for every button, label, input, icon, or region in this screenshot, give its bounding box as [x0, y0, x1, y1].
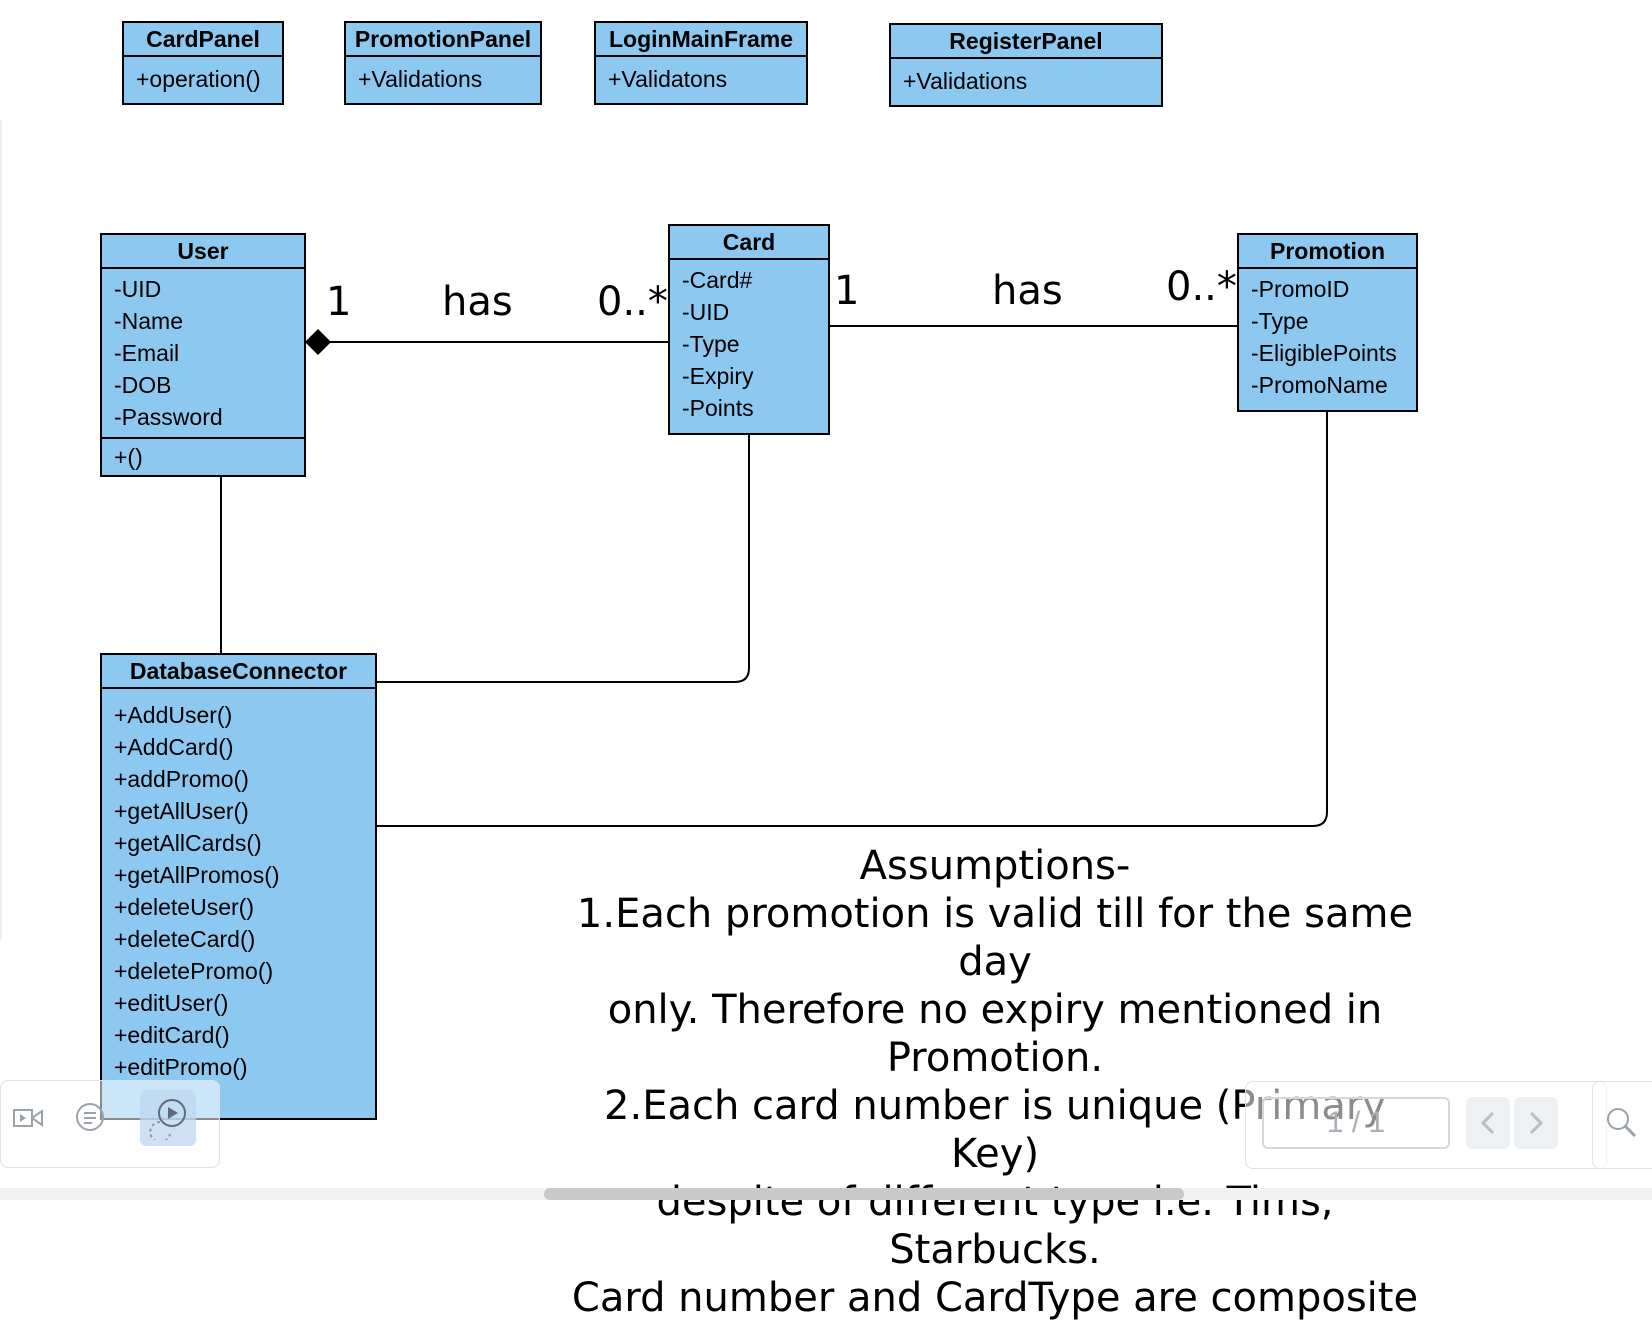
association-label: has — [442, 279, 513, 325]
class-promotionpanel[interactable]: PromotionPanel +Validations — [344, 21, 542, 105]
method: +editUser() — [114, 990, 229, 1016]
class-name: RegisterPanel — [891, 25, 1161, 59]
attribute: -Password — [114, 404, 223, 430]
next-page-button[interactable] — [1514, 1097, 1558, 1149]
chevron-right-icon — [1529, 1111, 1544, 1135]
attribute: -UID — [682, 299, 730, 325]
class-registerpanel[interactable]: RegisterPanel +Validations — [889, 23, 1163, 107]
attribute: -UID — [114, 276, 162, 302]
attribute: -Email — [114, 340, 180, 366]
comments-button[interactable] — [62, 1090, 118, 1146]
method: +addPromo() — [114, 766, 249, 792]
method: +getAllPromos() — [114, 862, 280, 888]
method: +deleteUser() — [114, 894, 254, 920]
composition-diamond — [305, 329, 331, 355]
attribute: -Card# — [682, 267, 753, 293]
class-loginmainframe[interactable]: LoginMainFrame +Validatons — [594, 21, 808, 105]
zoom-icon — [1607, 1108, 1637, 1138]
comment-icon — [76, 1103, 104, 1131]
method: +AddCard() — [114, 734, 234, 760]
class-name: LoginMainFrame — [596, 23, 806, 57]
attribute: -EligiblePoints — [1251, 340, 1397, 366]
note-line: only. Therefore no expiry mentioned in — [607, 987, 1383, 1033]
method: +Validations — [903, 68, 1028, 94]
multiplicity-label: 0..* — [1166, 264, 1237, 310]
method: +operation() — [136, 66, 261, 92]
class-databaseconnector[interactable]: DatabaseConnector +AddUser() +AddCard() … — [100, 653, 377, 1120]
association-lines — [220, 325, 1328, 827]
attribute: -Points — [682, 395, 754, 421]
method: +Validations — [358, 66, 483, 92]
chevron-left-icon — [1480, 1111, 1495, 1135]
class-user[interactable]: User -UID -Name -Email -DOB -Password +(… — [100, 233, 306, 477]
class-cardpanel[interactable]: CardPanel +operation() — [122, 21, 284, 105]
multiplicity-label: 1 — [326, 279, 352, 325]
class-promotion[interactable]: Promotion -PromoID -Type -EligiblePoints… — [1237, 233, 1418, 412]
note-line: 1.Each promotion is valid till for the s… — [576, 891, 1414, 985]
multiplicity-label: 0..* — [597, 279, 668, 325]
video-button[interactable] — [0, 1090, 56, 1146]
method: +() — [114, 444, 143, 470]
method: +getAllUser() — [114, 798, 249, 824]
attribute: -Type — [682, 331, 740, 357]
attribute: -PromoName — [1251, 372, 1388, 398]
class-name: CardPanel — [124, 23, 282, 57]
promotion-db-link — [377, 412, 1328, 827]
class-name: PromotionPanel — [346, 23, 540, 57]
attribute: -DOB — [114, 372, 172, 398]
class-name: DatabaseConnector — [102, 655, 375, 689]
present-icon — [149, 1099, 186, 1140]
zoom-control[interactable] — [1592, 1081, 1652, 1169]
attribute: -PromoID — [1251, 276, 1350, 302]
card-db-link — [377, 435, 750, 683]
prev-page-button[interactable] — [1466, 1097, 1510, 1149]
video-icon — [13, 1109, 43, 1127]
class-name: Promotion — [1239, 235, 1416, 269]
multiplicity-label: 1 — [834, 268, 860, 314]
association-label: has — [992, 268, 1063, 314]
attribute: -Name — [114, 308, 184, 334]
note-line: Card number and CardType are composite — [571, 1275, 1419, 1321]
method: +AddUser() — [114, 702, 233, 728]
method: +Validatons — [608, 66, 728, 92]
note-line: Promotion. — [886, 1035, 1104, 1081]
attribute: -Expiry — [682, 363, 754, 389]
method: +getAllCards() — [114, 830, 262, 856]
attribute: -Type — [1251, 308, 1309, 334]
method: +editPromo() — [114, 1054, 248, 1080]
method: +deleteCard() — [114, 926, 256, 952]
method: +editCard() — [114, 1022, 230, 1048]
page-indicator[interactable]: 1 / 1 — [1262, 1097, 1450, 1149]
class-name: User — [102, 235, 304, 269]
note-line: Assumptions- — [859, 843, 1131, 889]
canvas-edge — [0, 120, 2, 940]
method: +deletePromo() — [114, 958, 274, 984]
class-name: Card — [670, 226, 828, 260]
present-button[interactable] — [140, 1090, 196, 1146]
scrollbar-thumb[interactable] — [544, 1188, 1184, 1200]
class-card[interactable]: Card -Card# -UID -Type -Expiry -Points — [668, 224, 830, 435]
